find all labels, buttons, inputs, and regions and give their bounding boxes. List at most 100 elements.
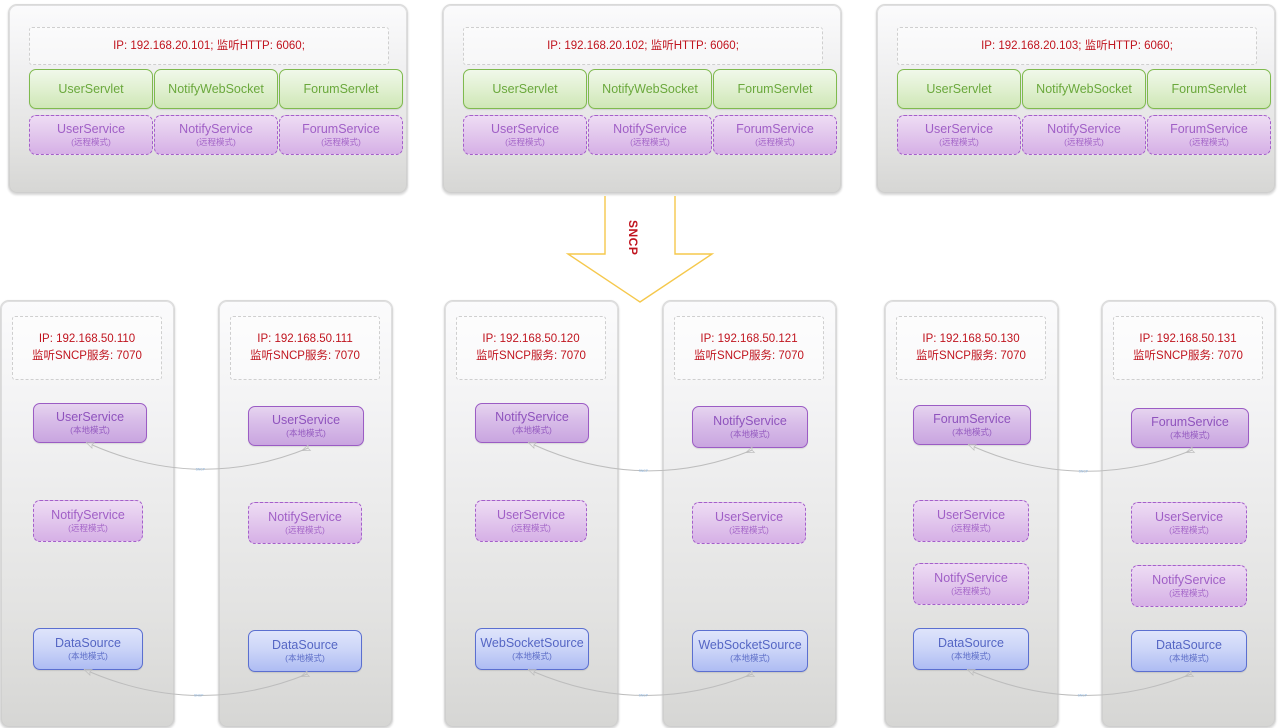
component-name: NotifyWebSocket [1036, 81, 1132, 96]
web-server-ip-header-1: IP: 192.168.20.101; 监听HTTP: 6060; [29, 27, 389, 65]
component-name: DataSource [937, 636, 1004, 651]
sncp-link-label: SNCP [194, 694, 204, 698]
component-name: NotifyService [1152, 573, 1226, 588]
component-name: ForumServlet [1171, 81, 1247, 96]
component-name: UserService [490, 122, 560, 137]
component-mode: (本地模式) [286, 427, 326, 438]
ip-line-2: 监听SNCP服务: 7070 [476, 350, 586, 362]
ip-line-2: 监听SNCP服务: 7070 [250, 350, 360, 362]
component-name: NotifyService [713, 414, 787, 429]
component-name: UserService [55, 410, 125, 425]
component-mode: (本地模式) [1170, 429, 1210, 440]
component-mode: (本地模式) [730, 652, 770, 663]
ip-line-1: IP: 192.168.50.131 [1139, 333, 1237, 345]
component-datasource: DataSource(本地模式) [913, 628, 1029, 670]
component-name: ForumServlet [303, 81, 379, 96]
sncp-link-label: SNCP [639, 694, 649, 698]
component-name: UserService [56, 122, 126, 137]
component-name: UserService [714, 510, 784, 525]
ip-line: IP: 192.168.20.103; 监听HTTP: 6060; [981, 39, 1173, 52]
component-mode: (本地模式) [730, 428, 770, 439]
component-forumservlet: ForumServlet [279, 69, 403, 109]
component-notifyservice: NotifyService(远程模式) [248, 502, 362, 544]
web-server-panel-3: IP: 192.168.20.103; 监听HTTP: 6060; UserSer… [876, 4, 1276, 194]
component-mode: (远程模式) [1189, 136, 1229, 147]
component-userservice: UserService(远程模式) [475, 500, 587, 542]
component-mode: (远程模式) [1169, 524, 1209, 535]
web-server-panel-2: IP: 192.168.20.102; 监听HTTP: 6060; UserSer… [442, 4, 842, 194]
sncp-link-label: SNCP [196, 467, 206, 471]
sncp-arrow-label: SNCP [626, 220, 640, 256]
component-datasource: DataSource(本地模式) [1131, 630, 1247, 672]
component-notifyservice: NotifyService(远程模式) [588, 115, 712, 155]
sncp-arrow-icon [565, 196, 715, 303]
component-name: ForumService [736, 122, 814, 137]
sncp-link-label: SNCP [639, 469, 649, 473]
service-node-ip-header-1: IP: 192.168.50.110 监听SNCP服务: 7070 [12, 316, 162, 380]
component-websocketsource: WebSocketSource(本地模式) [475, 628, 589, 670]
component-mode: (本地模式) [512, 650, 552, 661]
component-forumservice: ForumService(本地模式) [1131, 408, 1249, 448]
component-notifywebsocket: NotifyWebSocket [588, 69, 712, 109]
component-userservice: UserService(远程模式) [897, 115, 1021, 155]
component-mode: (本地模式) [952, 426, 992, 437]
component-mode: (远程模式) [755, 136, 795, 147]
component-name: NotifyWebSocket [168, 81, 264, 96]
ip-line-2: 监听SNCP服务: 7070 [32, 350, 142, 362]
component-forumservice: ForumService(远程模式) [713, 115, 837, 155]
component-name: NotifyService [613, 122, 687, 137]
web-server-panel-1: IP: 192.168.20.101; 监听HTTP: 6060; UserSer… [8, 4, 408, 194]
component-name: NotifyService [179, 122, 253, 137]
component-mode: (远程模式) [939, 136, 979, 147]
component-mode: (远程模式) [196, 136, 236, 147]
component-name: DataSource [1155, 638, 1222, 653]
component-datasource: DataSource(本地模式) [248, 630, 362, 672]
component-name: DataSource [54, 636, 121, 651]
component-notifyservice: NotifyService(远程模式) [33, 500, 143, 542]
component-forumservice: ForumService(本地模式) [913, 405, 1031, 445]
ip-line-2: 监听SNCP服务: 7070 [1133, 350, 1243, 362]
service-node-ip-header-3: IP: 192.168.50.120 监听SNCP服务: 7070 [456, 316, 606, 380]
component-name: WebSocketSource [480, 636, 584, 651]
ip-line-2: 监听SNCP服务: 7070 [694, 350, 804, 362]
component-name: ForumService [1151, 415, 1229, 430]
component-mode: (远程模式) [505, 136, 545, 147]
component-userservlet: UserServlet [463, 69, 587, 109]
component-name: UserServlet [492, 81, 558, 96]
component-mode: (本地模式) [951, 650, 991, 661]
ip-line: IP: 192.168.20.102; 监听HTTP: 6060; [547, 39, 739, 52]
component-forumservice: ForumService(远程模式) [279, 115, 403, 155]
component-websocketsource: WebSocketSource(本地模式) [692, 630, 808, 672]
ip-line-1: IP: 192.168.50.111 [257, 333, 353, 345]
component-name: UserService [1154, 510, 1224, 525]
component-name: ForumService [1170, 122, 1248, 137]
component-name: NotifyService [934, 571, 1008, 586]
ip-line-1: IP: 192.168.50.121 [700, 333, 798, 345]
component-mode: (远程模式) [630, 136, 670, 147]
component-userservlet: UserServlet [897, 69, 1021, 109]
component-notifyservice: NotifyService(远程模式) [154, 115, 278, 155]
component-userservice: UserService(本地模式) [248, 406, 364, 446]
component-name: ForumService [302, 122, 380, 137]
component-name: ForumServlet [737, 81, 813, 96]
ip-line-1: IP: 192.168.50.120 [482, 333, 580, 345]
component-name: UserService [271, 413, 341, 428]
component-name: NotifyService [51, 508, 125, 523]
component-mode: (本地模式) [1169, 652, 1209, 663]
component-mode: (本地模式) [68, 650, 108, 661]
component-userservice: UserService(远程模式) [692, 502, 806, 544]
component-notifyservice: NotifyService(远程模式) [913, 563, 1029, 605]
component-mode: (本地模式) [285, 652, 325, 663]
component-mode: (远程模式) [1169, 587, 1209, 598]
component-userservlet: UserServlet [29, 69, 153, 109]
component-mode: (远程模式) [951, 522, 991, 533]
ip-line-1: IP: 192.168.50.110 [38, 333, 136, 345]
ip-line-2: 监听SNCP服务: 7070 [916, 350, 1026, 362]
component-userservice: UserService(远程模式) [29, 115, 153, 155]
component-name: UserServlet [58, 81, 124, 96]
sncp-link-label: SNCP [1079, 469, 1089, 473]
component-mode: (远程模式) [321, 136, 361, 147]
component-name: NotifyService [495, 410, 569, 425]
